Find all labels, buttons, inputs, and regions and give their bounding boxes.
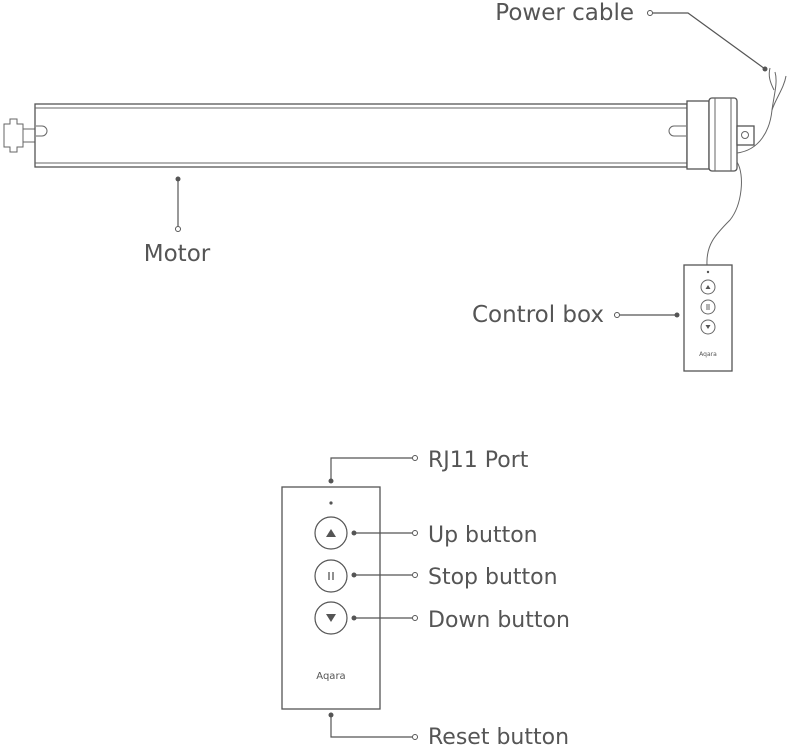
callout-motor: Motor	[144, 176, 211, 267]
reset-button-label: Reset button	[428, 725, 569, 747]
pause-icon	[328, 572, 334, 580]
callout-power-cable: Power cable	[495, 0, 768, 72]
control-box-label: Control box	[472, 302, 604, 328]
motor	[3, 97, 755, 172]
power-cable	[736, 67, 787, 154]
stop-button-label: Stop button	[428, 565, 558, 590]
brand-logo-small: Aqara	[699, 351, 717, 358]
down-arrow-icon	[326, 614, 336, 622]
stop-button	[314, 559, 348, 593]
brand-logo: Aqara	[316, 671, 345, 682]
up-arrow-icon	[326, 529, 336, 537]
callout-rj11-port: RJ11 Port	[328, 448, 529, 484]
rj11-port-label: RJ11 Port	[428, 448, 529, 473]
up-button-label: Up button	[428, 523, 538, 548]
callout-down-button: Down button	[351, 608, 570, 633]
down-button-label: Down button	[428, 608, 570, 633]
callout-stop-button: Stop button	[351, 565, 558, 590]
callout-reset-button: Reset button	[328, 712, 569, 747]
callout-up-button: Up button	[351, 523, 538, 548]
callout-control-box: Control box	[472, 302, 680, 328]
down-button	[314, 601, 348, 635]
motor-label: Motor	[144, 241, 211, 267]
control-box-small: Aqara	[683, 264, 733, 372]
power-cable-label: Power cable	[495, 0, 634, 26]
control-cable	[706, 161, 742, 266]
control-box-large: Aqara	[281, 486, 381, 710]
rj11-port	[329, 501, 333, 505]
up-button	[314, 516, 348, 550]
